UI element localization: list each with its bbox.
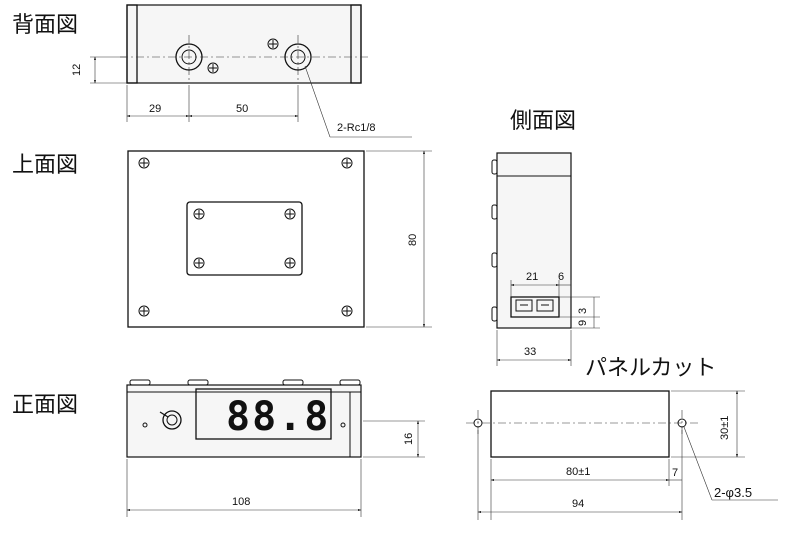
back-pitch-dim: 50	[236, 103, 248, 115]
panel-width-dim: 80±1	[566, 466, 590, 478]
screw-icon	[138, 157, 150, 169]
panel-total-dim: 94	[572, 498, 584, 510]
front-view-title: 正面図	[12, 393, 78, 418]
screw-icon	[284, 208, 296, 220]
front-body	[126, 384, 362, 458]
connector-icon	[510, 296, 560, 318]
port-left-icon	[175, 43, 203, 71]
display-window	[195, 388, 332, 440]
panel-cut-view: パネルカット 30±1 80±1 7 94 2-φ3.5	[466, 356, 778, 520]
back-body	[126, 4, 362, 84]
side-view: 側面図 21 6 3 9 33	[491, 109, 600, 366]
front-view: 正面図 88.8 16 108	[12, 379, 425, 517]
screw-icon	[193, 208, 205, 220]
back-offset-dim: 29	[149, 103, 161, 115]
screw-icon	[193, 257, 205, 269]
back-view: 背面図 12	[12, 4, 412, 138]
side-small1-dim: 3	[577, 308, 589, 314]
front-height-dim: 16	[403, 433, 415, 445]
top-view-title: 上面図	[12, 153, 78, 178]
side-gap-dim: 6	[558, 271, 564, 283]
mount-hole-icon	[677, 418, 687, 428]
display-readout: 88.8	[226, 394, 330, 440]
screw-icon	[284, 257, 296, 269]
mount-hole-icon	[473, 418, 483, 428]
panel-cut-outline	[490, 390, 670, 458]
side-depth-dim: 33	[524, 346, 536, 358]
screw-icon	[207, 62, 219, 74]
top-view: 上面図 80	[12, 150, 432, 328]
led-icon	[142, 422, 148, 428]
back-port-callout: 2-Rc1/8	[337, 122, 376, 134]
top-body	[127, 150, 365, 328]
panel-hole-callout: 2-φ3.5	[714, 485, 752, 500]
screw-icon	[138, 305, 150, 317]
side-small2-dim: 9	[577, 320, 589, 326]
top-plate	[186, 201, 303, 276]
toggle-switch-icon	[159, 410, 182, 430]
screw-icon	[341, 157, 353, 169]
port-right-icon	[284, 43, 312, 71]
screw-icon	[341, 305, 353, 317]
panel-edge-dim: 7	[672, 467, 678, 479]
back-height-dim: 12	[71, 64, 83, 76]
back-view-title: 背面図	[12, 13, 78, 38]
screw-icon	[267, 38, 279, 50]
led-icon	[340, 422, 346, 428]
top-height-dim: 80	[407, 234, 419, 246]
panel-height-dim: 30±1	[719, 416, 731, 440]
side-width-top-dim: 21	[526, 271, 538, 283]
side-body	[496, 152, 572, 329]
panel-cut-title: パネルカット	[585, 356, 716, 381]
side-view-title: 側面図	[510, 109, 576, 134]
front-width-dim: 108	[232, 496, 250, 508]
